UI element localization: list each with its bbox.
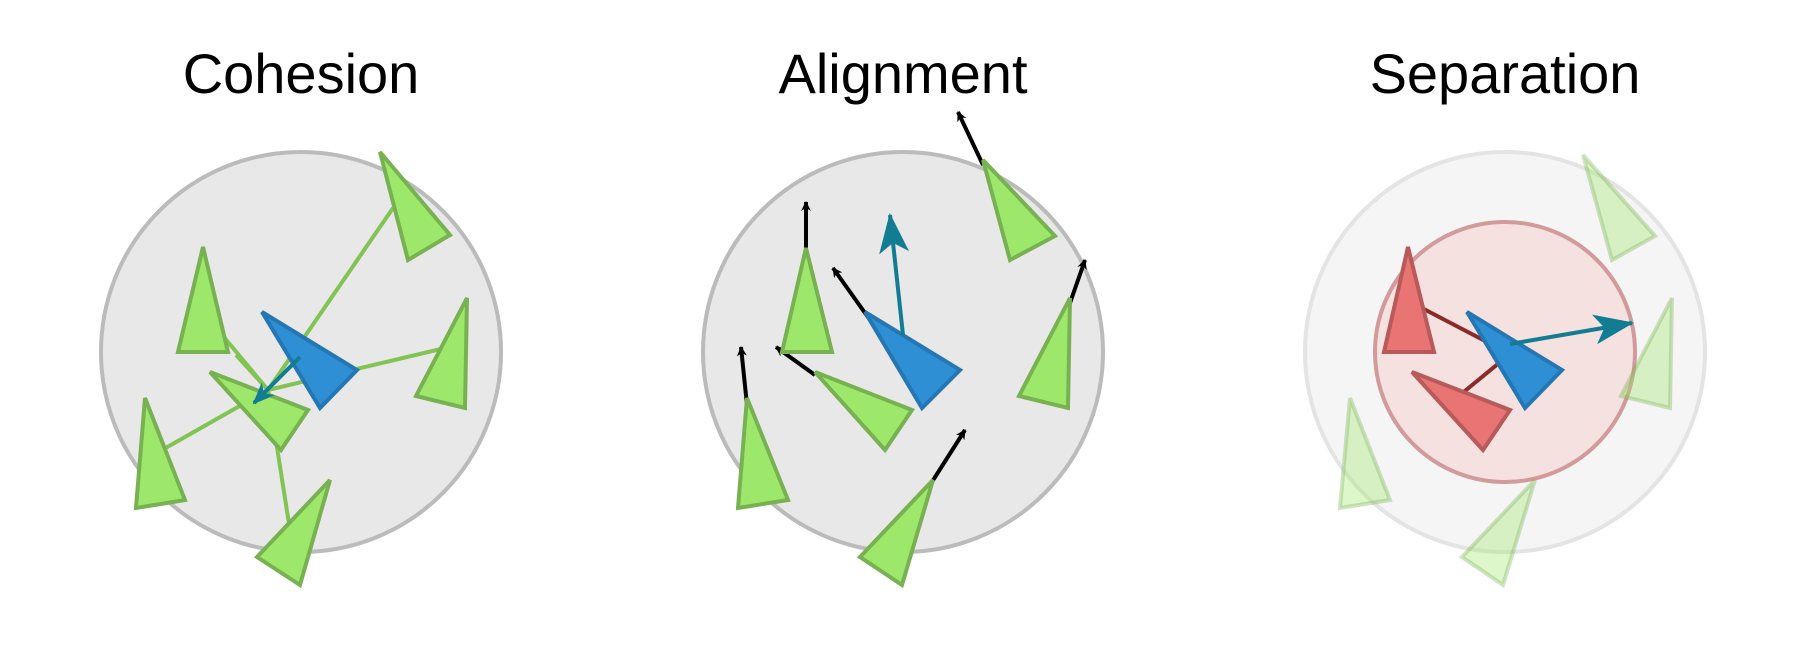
neighbor-boid — [981, 158, 1059, 263]
separation-focal-boid — [1465, 310, 1566, 412]
neighbor-boid — [253, 478, 332, 589]
close-boid — [1381, 246, 1437, 354]
neighbor-boid — [175, 246, 231, 354]
cohesion-neighbor-boids — [133, 150, 469, 589]
cohesion-title: Cohesion — [183, 42, 420, 105]
separation-title: Separation — [1370, 42, 1641, 105]
separation-faded-boids — [1337, 153, 1674, 589]
neighbor-boid — [856, 478, 935, 589]
alignment-steer-arrow — [879, 213, 910, 336]
heading-arrow — [956, 111, 985, 166]
neighbor-boid — [133, 397, 188, 511]
alignment-title: Alignment — [778, 42, 1027, 105]
faded-neighbor-boid — [1337, 397, 1393, 511]
alignment-neighbor-boids — [735, 158, 1072, 589]
cohesion-focal-boid — [260, 310, 361, 412]
neighbor-boid — [735, 397, 791, 511]
neighbor-boid — [413, 297, 469, 411]
neighbor-boid — [378, 150, 454, 264]
faded-neighbor-boid — [1458, 478, 1537, 589]
alignment-focal-boid — [863, 310, 964, 412]
neighbor-boid — [779, 247, 835, 354]
heading-arrow — [928, 428, 967, 487]
heading-arrow — [736, 346, 749, 406]
heading-arrow — [831, 266, 872, 322]
separation-steer-arrow — [1509, 314, 1634, 346]
faded-neighbor-boid — [1581, 153, 1659, 263]
separation-panel: Separation — [1303, 42, 1707, 589]
neighbor-boid — [813, 370, 916, 454]
cohesion-panel: Cohesion — [99, 42, 503, 589]
alignment-panel: Alignment — [701, 42, 1105, 589]
close-boid — [1410, 370, 1514, 454]
faded-neighbor-boid — [1618, 297, 1674, 411]
separation-close-boids — [1381, 246, 1514, 454]
cohesion-steer-arrow — [252, 355, 302, 405]
heading-arrow — [1068, 259, 1087, 304]
neighbor-boid — [1016, 297, 1072, 411]
